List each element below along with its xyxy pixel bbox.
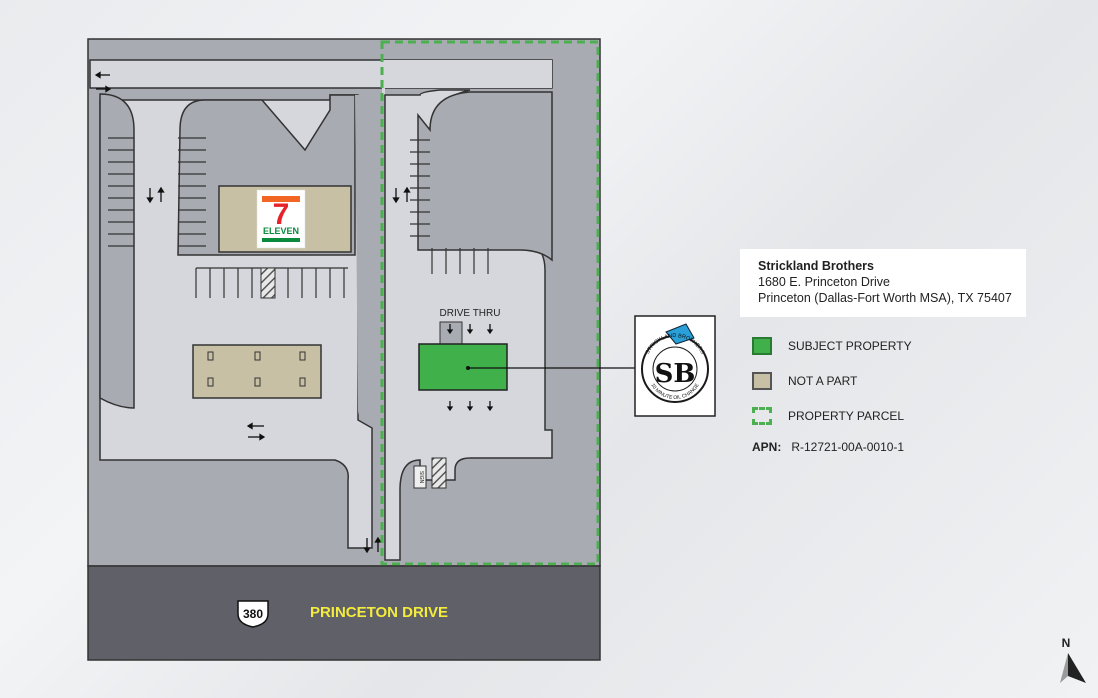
tenant-logo-initials: SB (655, 359, 696, 389)
drive-thru-label: DRIVE THRU (440, 308, 501, 319)
legend-property-parcel: PROPERTY PARCEL (752, 405, 904, 427)
highway-number: 380 (243, 607, 263, 621)
pad-building-marks (207, 351, 306, 387)
east-lot-island (355, 95, 385, 420)
sign (413, 465, 427, 489)
legend-subject-property: SUBJECT PROPERTY (752, 335, 912, 357)
property-info-box: Strickland Brothers 1680 E. Princeton Dr… (740, 249, 1026, 317)
property-name: Strickland Brothers (758, 259, 875, 273)
east-parking-lot (382, 60, 552, 95)
apn-value: R-12721-00A-0010-1 (791, 440, 905, 454)
hatched-accessible-stall-east (431, 457, 447, 489)
west-island (99, 93, 135, 409)
legend-apn: APN: R-12721-00A-0010-1 (752, 436, 904, 458)
us-highway-shield (237, 600, 269, 628)
property-parcel-outline (380, 40, 600, 566)
legend-subject-label: SUBJECT PROPERTY (788, 339, 912, 353)
north-arrow-icon (1060, 653, 1086, 683)
legend-not-a-part: NOT A PART (752, 370, 857, 392)
not-a-part-swatch (752, 372, 772, 390)
north-arrow: N (1058, 636, 1088, 686)
parcel-swatch (752, 407, 772, 425)
apn-label: APN: (752, 440, 782, 454)
legend-parcel-label: PROPERTY PARCEL (788, 409, 905, 423)
drive-thru-island (417, 91, 553, 262)
sign-label: SIGN (418, 471, 424, 484)
legend-not-a-part-label: NOT A PART (788, 374, 858, 388)
property-address: 1680 E. Princeton Drive (758, 275, 891, 289)
north-label: N (1061, 636, 1071, 650)
not-a-part-building (192, 344, 322, 399)
drive-thru-canopy (439, 321, 463, 345)
road-name-label: PRINCETON DRIVE (310, 604, 448, 621)
traffic-arrows (94, 71, 494, 554)
parking-stalls (108, 137, 489, 298)
hatched-accessible-stall (260, 267, 276, 299)
property-city: Princeton (Dallas-Fort Worth MSA), TX 75… (758, 291, 1012, 305)
oil-can-icon (665, 323, 695, 345)
seven-eleven-seven: 7 (273, 198, 290, 231)
subject-swatch (752, 337, 772, 355)
subject-building (418, 343, 508, 391)
seven-eleven-text: ELEVEN (263, 226, 299, 236)
princeton-drive-road (87, 565, 601, 661)
